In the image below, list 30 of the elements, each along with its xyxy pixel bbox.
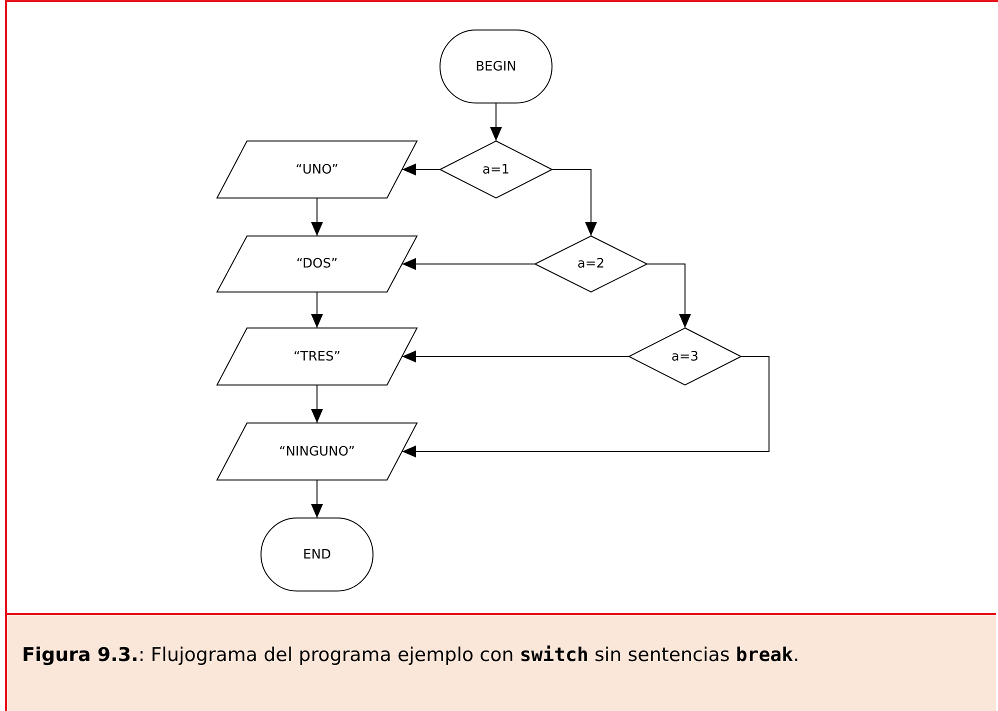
node-label: “NINGUNO” xyxy=(278,444,356,459)
node-label: a=3 xyxy=(670,349,700,364)
node-label: a=1 xyxy=(481,162,511,177)
arrow xyxy=(402,350,630,362)
io-parallelogram xyxy=(217,328,417,385)
decision-diamond xyxy=(440,141,552,198)
node-label: “UNO” xyxy=(294,162,340,177)
terminal-shape xyxy=(261,518,373,591)
decision-diamond xyxy=(629,328,741,385)
decision-diamond xyxy=(535,236,647,292)
node-label: a=2 xyxy=(576,256,606,272)
io-parallelogram xyxy=(217,141,417,198)
node-label: END xyxy=(302,547,332,562)
arrow xyxy=(402,356,770,458)
arrow xyxy=(490,102,502,142)
arrow xyxy=(311,292,323,328)
caption: Figura 9.3.: Flujograma del programa ejemplo con switch sin sentencias break. xyxy=(22,643,800,668)
io-parallelogram xyxy=(217,423,417,480)
node-label: “TRES” xyxy=(292,349,342,364)
node-label: BEGIN xyxy=(474,59,518,74)
terminal-shape xyxy=(440,30,552,103)
arrow xyxy=(311,198,323,236)
arrow xyxy=(311,384,323,424)
arrow xyxy=(646,264,691,328)
arrow xyxy=(402,258,536,270)
arrow xyxy=(311,480,323,518)
arrow xyxy=(552,169,597,236)
arrow xyxy=(402,164,440,176)
io-parallelogram xyxy=(217,236,417,292)
node-label: “DOS” xyxy=(295,256,339,272)
